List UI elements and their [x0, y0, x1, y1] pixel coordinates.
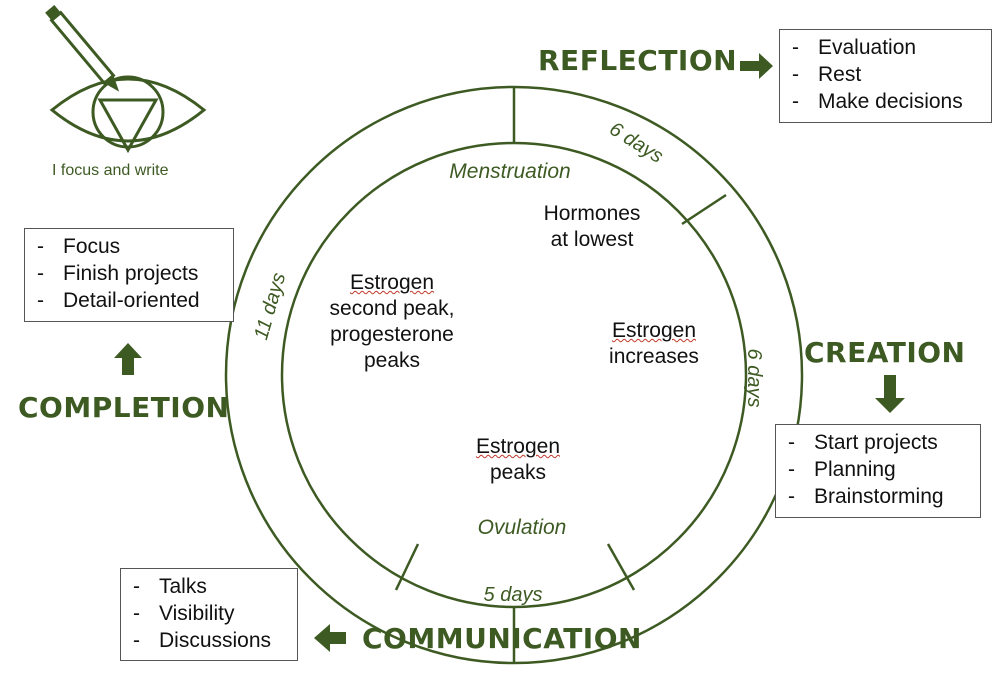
- reflection-box: -Evaluation -Rest -Make decisions: [779, 29, 992, 123]
- inner-text-left: Estrogen second peak, progesterone peaks: [329, 271, 455, 372]
- creation-title: CREATION: [804, 336, 966, 369]
- completion-box: -Focus -Finish projects -Detail-oriented: [24, 228, 234, 322]
- arrow-down-icon: [875, 375, 905, 413]
- completion-title: COMPLETION: [18, 391, 230, 424]
- list-item: -Start projects: [788, 431, 938, 454]
- inner-text-top: Hormones at lowest: [543, 202, 641, 251]
- communication-box: -Talks -Visibility -Discussions: [120, 568, 298, 661]
- list-item: -Focus: [37, 235, 121, 258]
- creation-box: -Start projects -Planning -Brainstorming: [775, 424, 981, 518]
- segment-label-left: 11 days: [250, 270, 290, 342]
- ring-divider-lower-right: [606, 543, 636, 591]
- pencil-icon: [45, 4, 120, 92]
- ring-divider-lower-left: [394, 543, 420, 591]
- logo-caption: I focus and write: [52, 162, 169, 179]
- ring-divider-upper-right: [681, 193, 727, 226]
- triangle-icon: [97, 98, 159, 154]
- list-item: -Rest: [792, 63, 862, 86]
- ovulation-label: Ovulation: [478, 516, 567, 539]
- reflection-title: REFLECTION: [538, 44, 738, 77]
- list-item: -Detail-oriented: [37, 289, 200, 312]
- list-item: -Discussions: [133, 629, 272, 652]
- list-item: -Make decisions: [792, 90, 963, 113]
- list-item: -Brainstorming: [788, 485, 944, 508]
- logo-graphic: [45, 4, 207, 154]
- inner-text-right: Estrogen increases: [609, 319, 699, 368]
- list-item: -Visibility: [133, 602, 235, 625]
- list-item: -Planning: [788, 458, 896, 481]
- list-item: -Talks: [133, 575, 207, 598]
- segment-label-bottom: 5 days: [484, 584, 543, 606]
- segment-label-right: 6 days: [743, 349, 765, 408]
- list-item: -Finish projects: [37, 262, 199, 285]
- eye-icon: [49, 77, 207, 143]
- list-item: -Evaluation: [792, 36, 917, 59]
- arrow-right-icon: [740, 53, 773, 79]
- arrow-left-icon: [314, 624, 346, 652]
- communication-title: COMMUNICATION: [362, 622, 642, 655]
- arrow-up-icon: [114, 343, 142, 375]
- menstruation-label: Menstruation: [449, 160, 570, 183]
- inner-text-bottom: Estrogen peaks: [475, 435, 561, 484]
